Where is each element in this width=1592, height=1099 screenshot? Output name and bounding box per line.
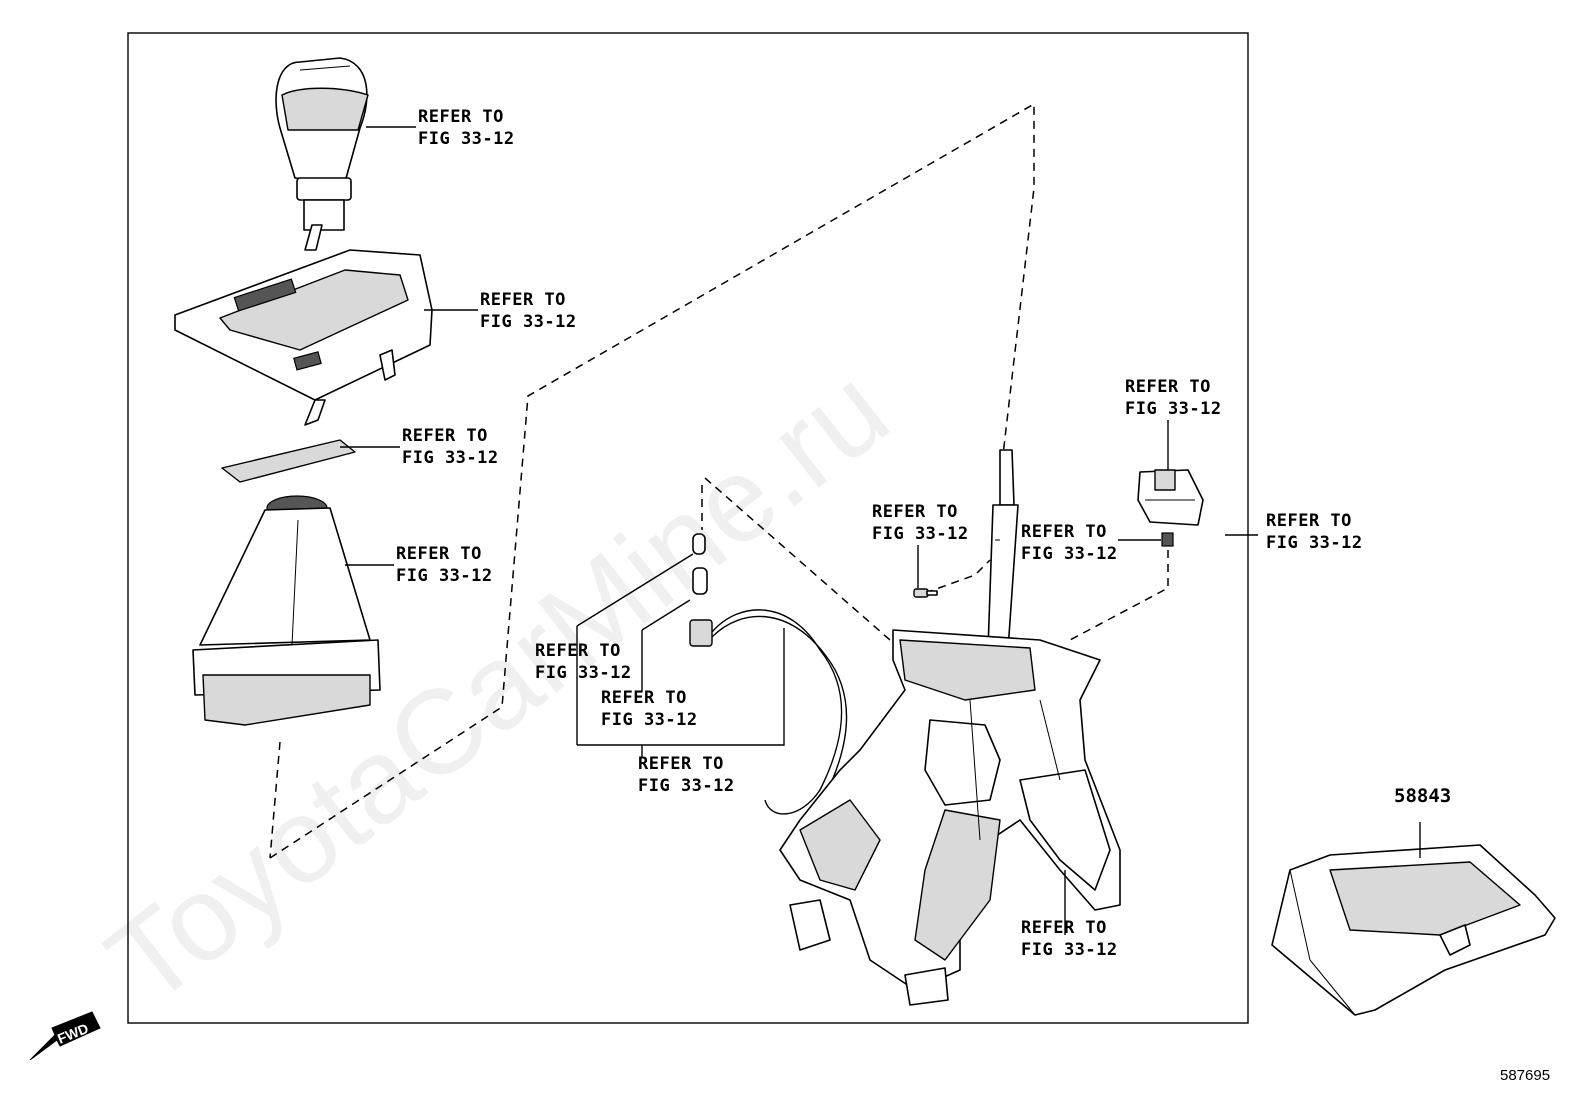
- shift-knob-part: [275, 57, 369, 251]
- svg-text:FIG 33-12: FIG 33-12: [1266, 533, 1363, 553]
- dashed-outline: [269, 102, 1035, 859]
- svg-text:REFER TO: REFER TO: [402, 426, 488, 446]
- svg-text:FIG 33-12: FIG 33-12: [1021, 940, 1118, 960]
- nut-callout: REFER TO FIG 33-12: [1021, 522, 1118, 564]
- fwd-arrow-icon: FWD: [29, 1011, 101, 1061]
- bulb-b-leader: [641, 599, 691, 631]
- svg-text:FIG 33-12: FIG 33-12: [638, 776, 735, 796]
- svg-text:FIG 33-12: FIG 33-12: [1125, 399, 1222, 419]
- shift-bezel-part: [174, 249, 433, 426]
- fwd-label: FWD: [55, 1020, 91, 1047]
- assembly-frame: [127, 32, 1249, 1024]
- svg-text:REFER TO: REFER TO: [480, 290, 566, 310]
- switch-callout: REFER TO FIG 33-12: [1125, 377, 1222, 419]
- bulb-a-part: [692, 533, 706, 555]
- bulb-a-leader: [576, 553, 694, 627]
- svg-text:FIG 33-12: FIG 33-12: [396, 566, 493, 586]
- svg-text:FIG 33-12: FIG 33-12: [535, 663, 632, 683]
- bulb-a-callout: REFER TO FIG 33-12: [535, 641, 632, 683]
- knob-callout: REFER TO FIG 33-12: [418, 107, 515, 149]
- part-number-58843: 58843: [1394, 785, 1451, 807]
- svg-text:FIG 33-12: FIG 33-12: [601, 710, 698, 730]
- svg-text:FIG 33-12: FIG 33-12: [418, 129, 515, 149]
- indicator-plate-part: [221, 439, 356, 483]
- svg-text:REFER TO: REFER TO: [1125, 377, 1211, 397]
- shift-boot-part: [192, 495, 381, 726]
- svg-text:REFER TO: REFER TO: [535, 641, 621, 661]
- part-58843: [1271, 844, 1556, 1016]
- harness-part: [689, 609, 848, 815]
- svg-text:REFER TO: REFER TO: [1021, 522, 1107, 542]
- svg-text:REFER TO: REFER TO: [638, 754, 724, 774]
- svg-text:REFER TO: REFER TO: [418, 107, 504, 127]
- boot-callout: REFER TO FIG 33-12: [396, 544, 493, 586]
- svg-text:REFER TO: REFER TO: [872, 502, 958, 522]
- harness-callout: REFER TO FIG 33-12: [638, 754, 735, 796]
- svg-text:FIG 33-12: FIG 33-12: [1021, 544, 1118, 564]
- shift-lever-shaft: [987, 449, 1019, 651]
- svg-text:FIG 33-12: FIG 33-12: [872, 524, 969, 544]
- dashed-outline-left: [269, 741, 281, 859]
- screw-callout: REFER TO FIG 33-12: [872, 502, 969, 544]
- lever-base-callout: REFER TO FIG 33-12: [1021, 918, 1118, 960]
- harness-leader: [577, 628, 785, 746]
- svg-text:REFER TO: REFER TO: [396, 544, 482, 564]
- plate-callout: REFER TO FIG 33-12: [402, 426, 499, 468]
- nut-part: [1161, 532, 1174, 547]
- bulb-b-part: [692, 567, 708, 595]
- switch-part: [1137, 469, 1204, 526]
- svg-text:REFER TO: REFER TO: [1266, 511, 1352, 531]
- svg-text:REFER TO: REFER TO: [601, 688, 687, 708]
- svg-text:FIG 33-12: FIG 33-12: [402, 448, 499, 468]
- bezel-callout: REFER TO FIG 33-12: [480, 290, 577, 332]
- dashed-screw-line: [924, 559, 991, 594]
- svg-text:REFER TO: REFER TO: [1021, 918, 1107, 938]
- screw-part: [913, 588, 938, 598]
- illustration-number: 587695: [1500, 1067, 1550, 1084]
- bulb-b-callout: REFER TO FIG 33-12: [601, 688, 698, 730]
- shift-lever-base-part: [779, 629, 1121, 1006]
- svg-text:FIG 33-12: FIG 33-12: [480, 312, 577, 332]
- assembly-callout: REFER TO FIG 33-12: [1266, 511, 1363, 553]
